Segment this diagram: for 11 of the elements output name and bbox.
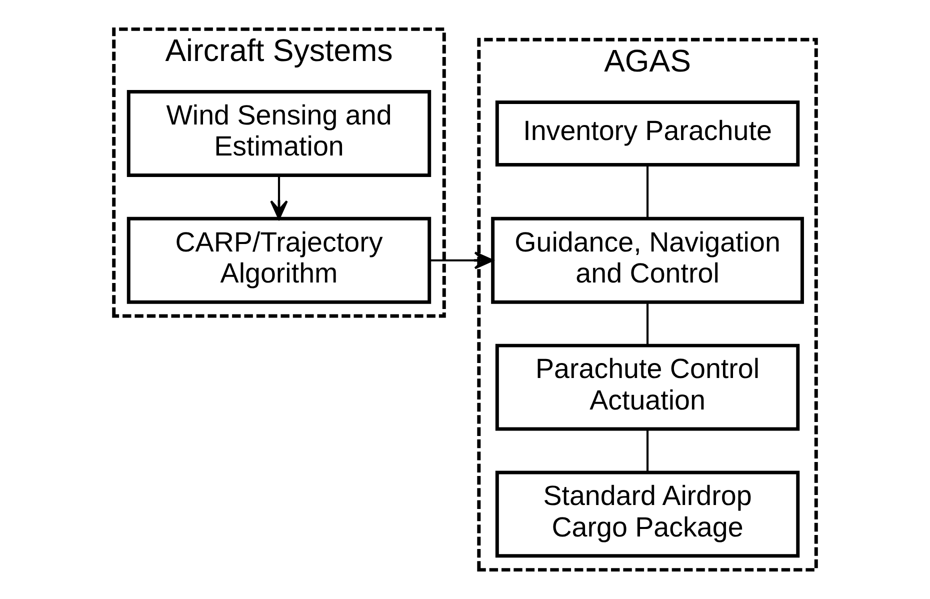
arrow [429, 252, 494, 270]
node-box: Standard Airdrop Cargo Package [495, 470, 800, 558]
arrow [270, 176, 288, 220]
node-box: CARP/Trajectory Algorithm [126, 216, 432, 304]
connector [646, 165, 649, 218]
node-box: Parachute Control Actuation [495, 344, 800, 431]
node-box: Inventory Parachute [495, 100, 800, 167]
node-box: Wind Sensing and Estimation [126, 90, 432, 177]
node-box: Guidance, Navigation and Control [491, 216, 804, 304]
connector [646, 302, 649, 346]
connector [646, 429, 649, 472]
